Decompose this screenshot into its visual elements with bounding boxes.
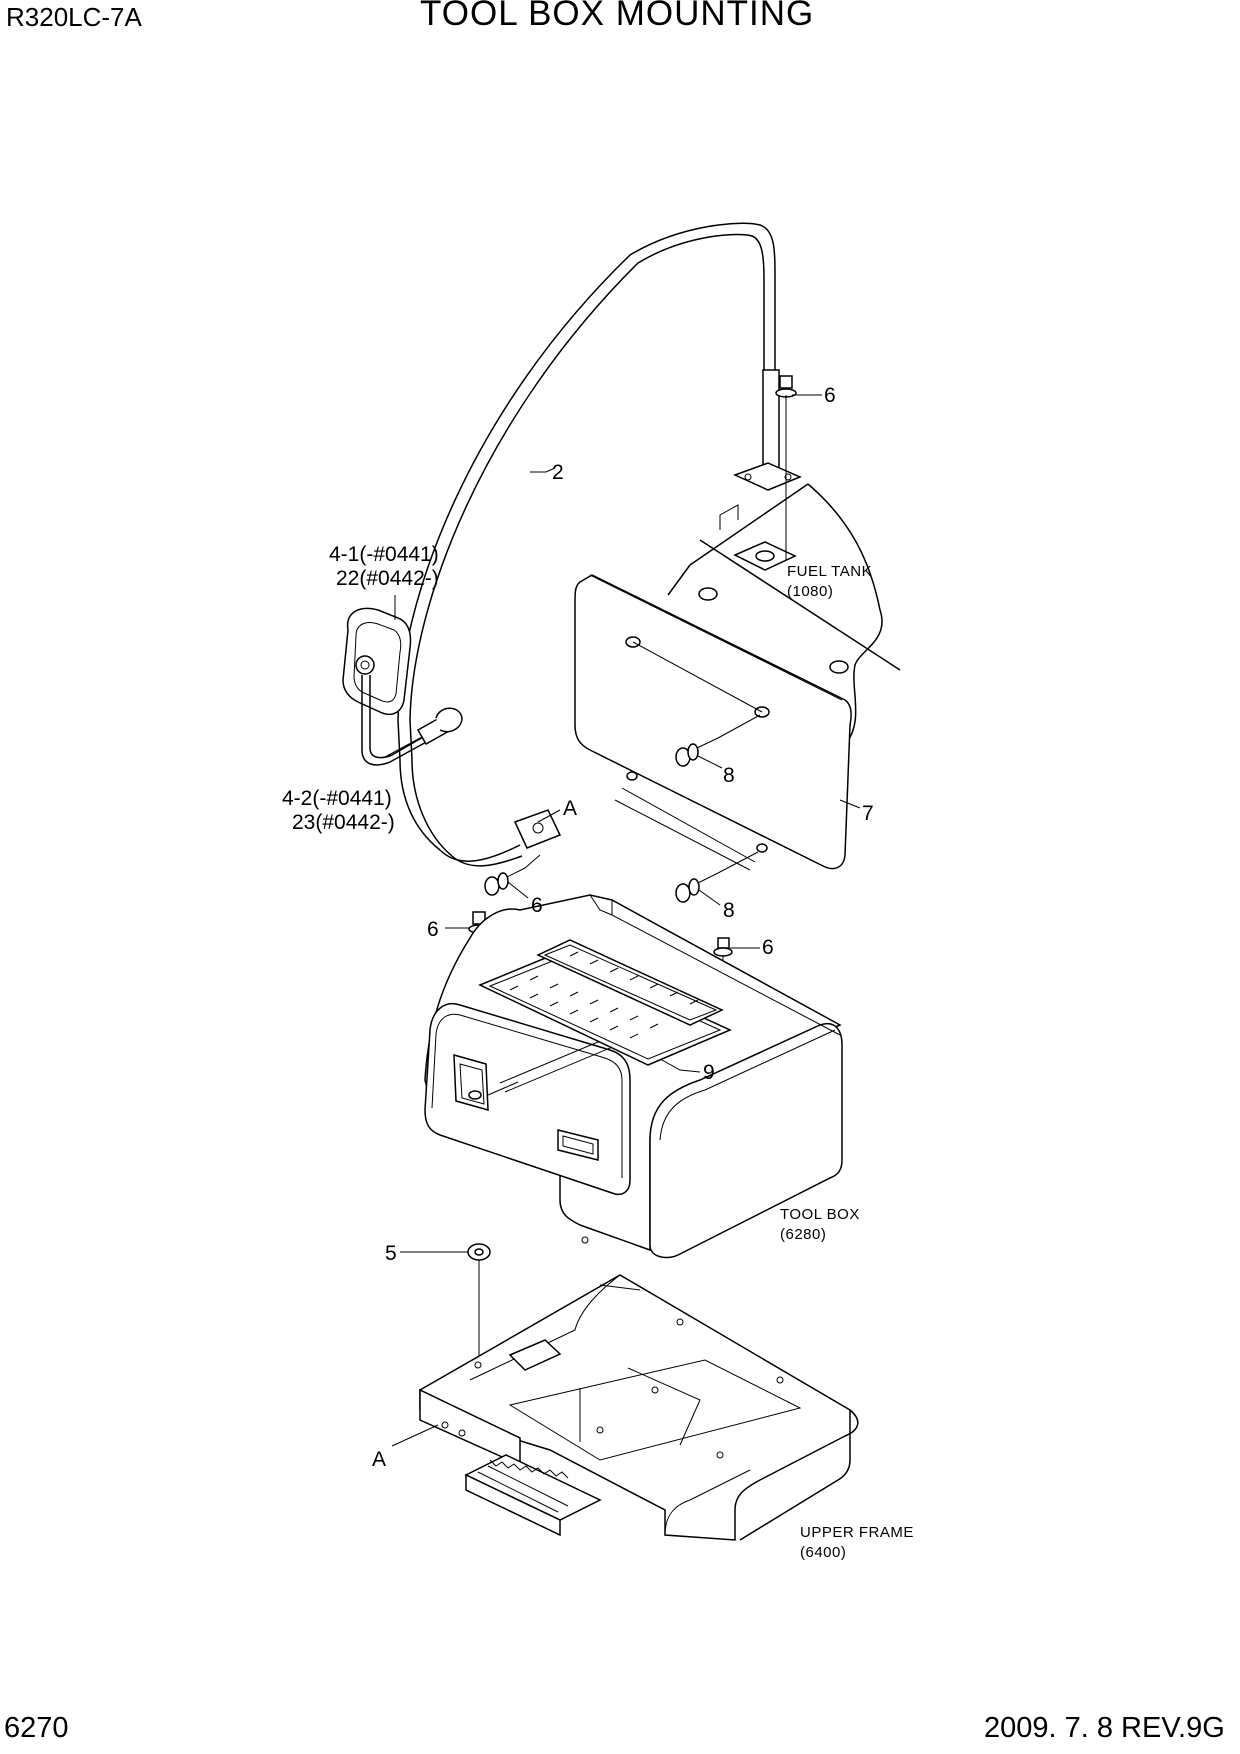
bolt-icon-6-mid [484,854,541,896]
callout-mirror-part-b: 22(#0442-) [336,567,439,590]
callout-bracket-part-a: 4-2(-#0441) [282,787,392,810]
bolt-icon-top [775,375,797,560]
tool-box [424,894,843,1259]
callout-bracket-part-b: 23(#0442-) [292,811,395,834]
side-cover-plate [574,574,852,871]
handrail [397,222,802,867]
bolt-icon-8-upper [675,714,761,767]
callout-2: 2 [552,461,564,484]
fuel-tank-note: FUEL TANK [787,563,872,580]
mirror-bracket [361,675,463,766]
leader-lines [384,394,861,1447]
callout-6-mid: 6 [531,894,543,917]
callout-a-top: A [563,797,577,820]
upper-frame [419,1236,859,1541]
callout-6-top: 6 [824,384,836,407]
washer-icon [467,1243,491,1365]
callout-7: 7 [862,802,874,825]
page-title: TOOL BOX MOUNTING [420,0,815,33]
fuel-tank-outline [667,483,901,746]
callout-8-lower: 8 [723,899,735,922]
callout-mirror-part-a: 4-1(-#0441) [329,543,439,566]
upper-frame-code: (6400) [800,1544,846,1561]
step-icon-ladder [464,1454,602,1537]
bolt-icon-6-right [713,937,733,972]
callout-5: 5 [385,1242,397,1265]
revision-date: 2009. 7. 8 REV.9G [984,1712,1225,1744]
callout-6-left: 6 [427,918,439,941]
upper-frame-note: UPPER FRAME [800,1524,914,1541]
page-number: 6270 [4,1712,69,1744]
callout-6-right: 6 [762,936,774,959]
model-code: R320LC-7A [6,2,142,32]
mirror-icon [342,607,412,716]
step-icon-plate [478,939,732,1066]
tool-box-note: TOOL BOX [780,1206,860,1223]
callout-9: 9 [703,1061,715,1084]
fuel-tank-mount-pad [733,541,797,571]
fuel-tank-code: (1080) [787,583,833,600]
callout-a-bottom: A [372,1448,386,1471]
bolt-icon-8-lower [675,851,759,903]
tool-box-code: (6280) [780,1226,826,1243]
callout-8-upper: 8 [723,764,735,787]
